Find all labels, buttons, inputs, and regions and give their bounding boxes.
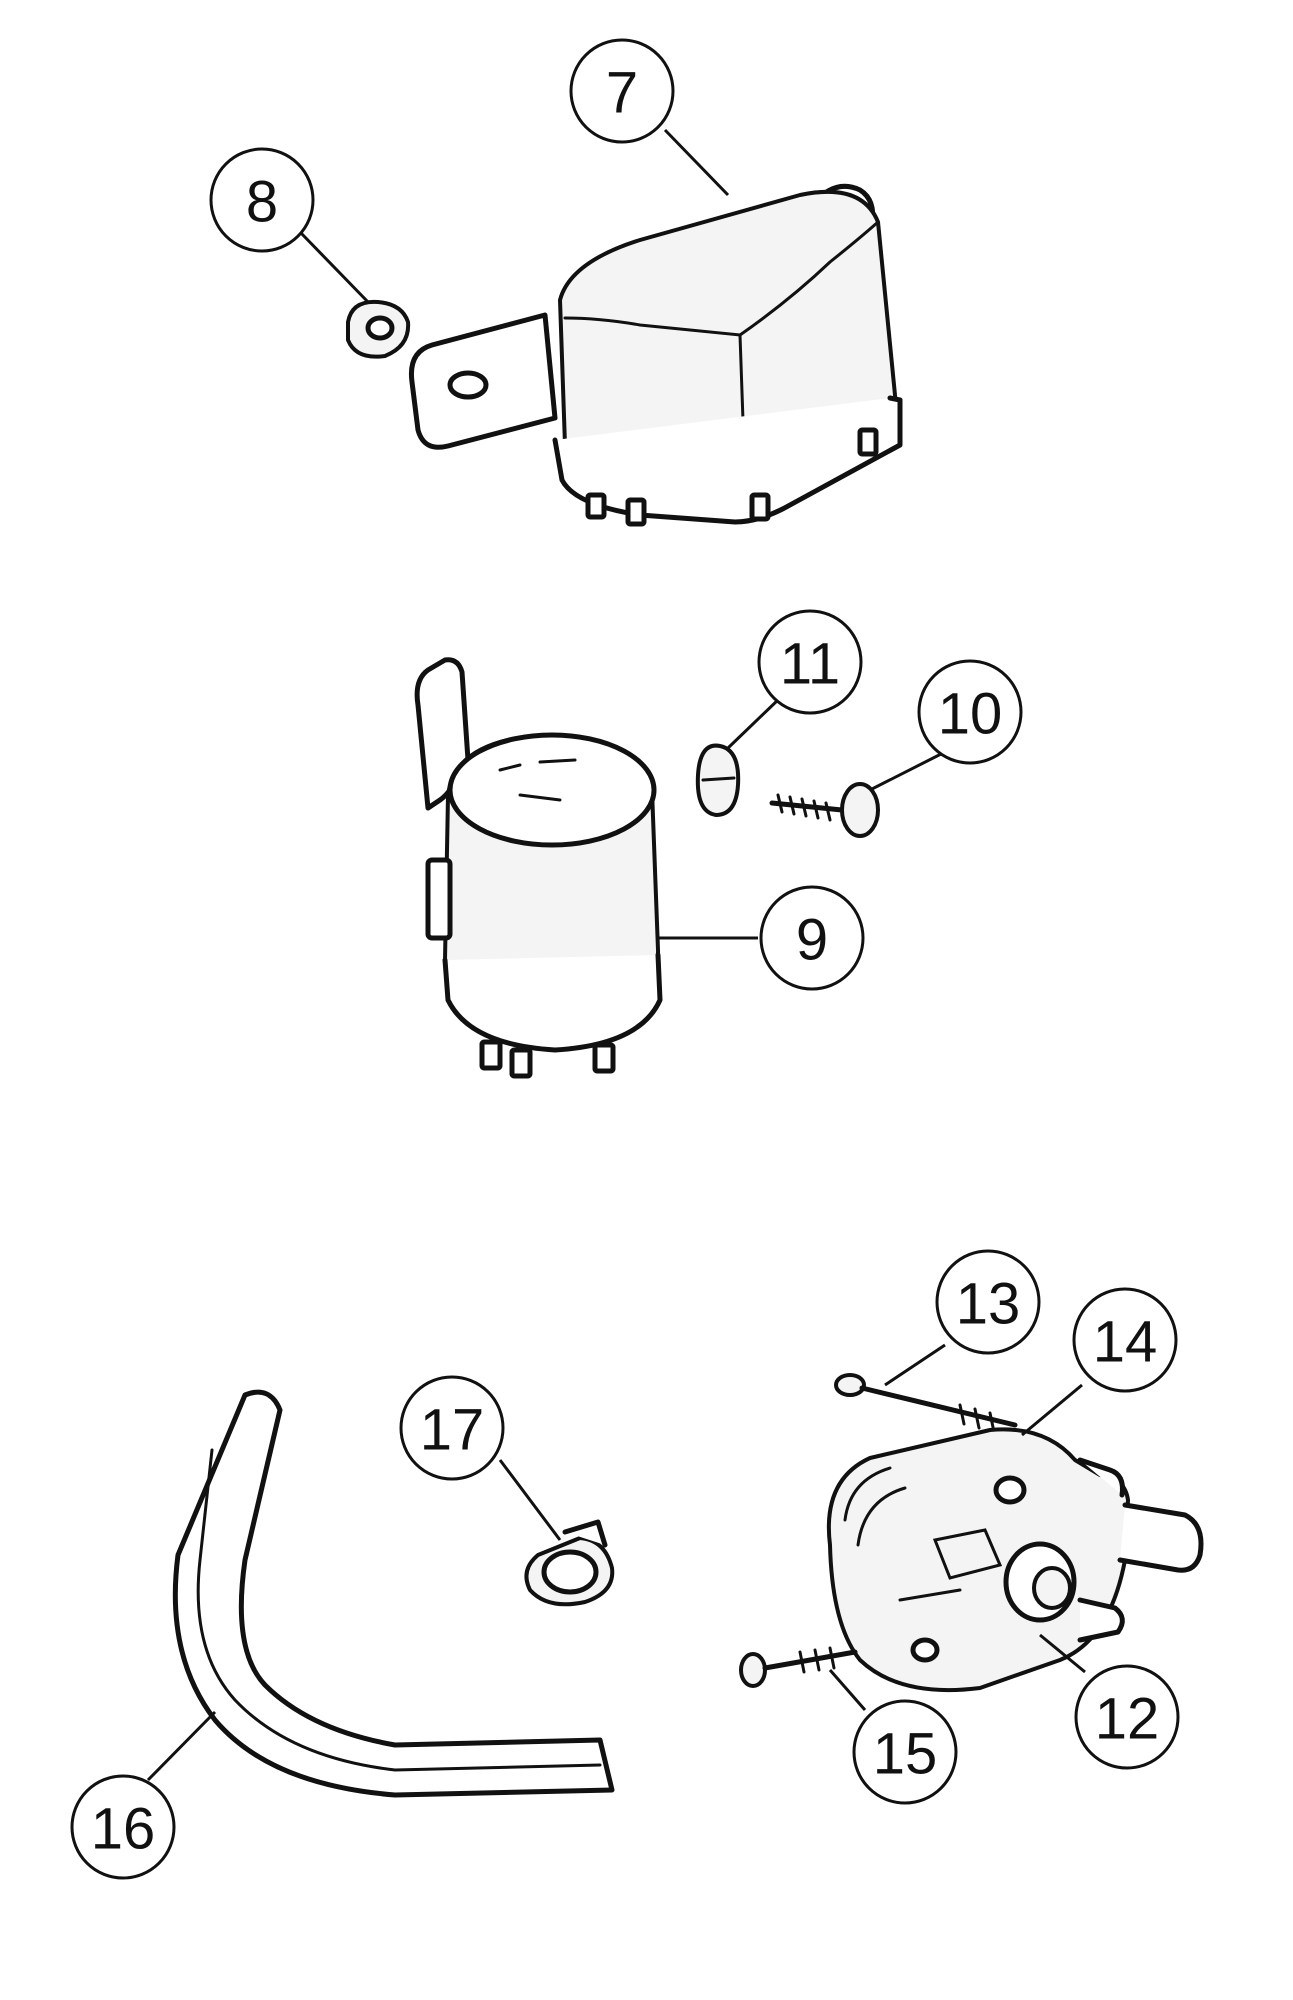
bolt-15: [739, 1646, 858, 1688]
bolt-13: [834, 1373, 1018, 1434]
clip-11: [695, 743, 741, 817]
leader-12: [1039, 1633, 1086, 1674]
leader-10: [869, 750, 946, 792]
callout-9: 9: [759, 885, 865, 991]
leader-17: [498, 1459, 562, 1541]
callout-12-label: 12: [1095, 1687, 1160, 1752]
nut-8: [346, 299, 411, 359]
callout-14-label: 14: [1093, 1310, 1158, 1375]
relay-7: [408, 183, 903, 527]
leader-7: [663, 128, 730, 197]
callout-17: 17: [399, 1375, 505, 1481]
leader-14: [1021, 1383, 1083, 1437]
callout-11-label: 11: [780, 632, 840, 697]
callout-10-label: 10: [938, 682, 1003, 747]
callout-7-label: 7: [606, 61, 638, 126]
callout-7: 7: [569, 38, 675, 144]
callout-17-label: 17: [420, 1398, 485, 1463]
callout-8-label: 8: [246, 170, 278, 235]
callout-15-label: 15: [873, 1722, 938, 1787]
callout-15: 15: [852, 1699, 958, 1805]
flasher-9: [414, 657, 663, 1079]
callout-16-label: 16: [91, 1797, 156, 1862]
callout-10: 10: [917, 659, 1023, 765]
leader-16: [146, 1710, 217, 1782]
callout-13-label: 13: [956, 1272, 1021, 1337]
hose-16: [172, 1389, 615, 1798]
callout-13: 13: [935, 1249, 1041, 1355]
callout-16: 16: [70, 1774, 176, 1880]
leader-11: [726, 696, 782, 750]
valve-12: [826, 1427, 1204, 1693]
leader-13: [884, 1343, 946, 1387]
callout-14: 14: [1072, 1287, 1178, 1393]
callout-12: 12: [1074, 1664, 1180, 1770]
callout-9-label: 9: [796, 908, 828, 973]
screw-10: [769, 782, 880, 838]
leader-8: [298, 230, 370, 304]
clamp-17: [524, 1519, 615, 1607]
leader-lines: [146, 128, 1086, 1782]
callout-11: 11: [757, 609, 863, 715]
callout-8: 8: [209, 147, 315, 253]
leader-15: [828, 1669, 867, 1711]
